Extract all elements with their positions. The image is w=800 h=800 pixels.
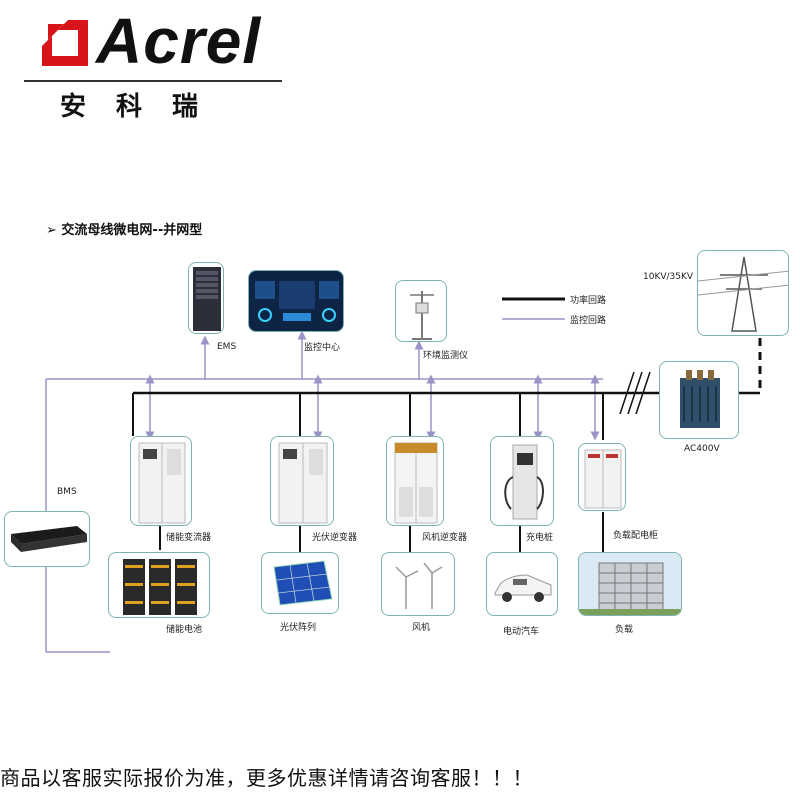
env-monitor-device xyxy=(395,280,447,342)
pv-inverter-label: 光伏逆变器 xyxy=(312,533,358,543)
diagram-title-text: 交流母线微电网--并网型 xyxy=(61,223,203,238)
battery-rack-icon xyxy=(123,559,197,615)
pv-array-label: 光伏阵列 xyxy=(280,623,317,633)
load-building-device xyxy=(578,552,682,616)
server-rack-icon xyxy=(193,267,221,331)
ev-device xyxy=(486,552,558,616)
logo-brand-text: Acrel xyxy=(96,5,262,77)
battery-device xyxy=(108,552,210,618)
ems-device xyxy=(188,262,224,334)
env-monitor-label: 环境监测仪 xyxy=(423,351,469,361)
ev-label: 电动汽车 xyxy=(503,627,540,637)
ev-charger-icon xyxy=(504,444,544,520)
battery-label: 储能电池 xyxy=(166,625,203,635)
building-icon xyxy=(579,553,681,615)
wind-turbine-device xyxy=(381,552,455,616)
cabinet-icon xyxy=(394,442,438,524)
wind-turbine-icon xyxy=(395,562,443,609)
grid-voltage-label: 10KV/35KV xyxy=(643,272,694,282)
logo-mark-icon xyxy=(42,20,88,66)
arrow-bullet-icon: ➢ xyxy=(46,223,62,238)
transformer-icon xyxy=(680,370,720,428)
load-cabinet-device xyxy=(578,443,626,511)
logo-divider xyxy=(24,80,282,82)
bms-label: BMS xyxy=(57,487,77,497)
cabinet-icon xyxy=(138,442,186,524)
storage-converter-device xyxy=(130,436,192,526)
monitor-center-device xyxy=(248,270,344,332)
distribution-cabinet-icon xyxy=(584,449,622,509)
footer-notice: 商品以客服实际报价为准，更多优惠详情请咨询客服！！！ xyxy=(0,766,533,790)
solar-panel-icon xyxy=(273,560,333,606)
legend-power-label: 功率回路 xyxy=(570,296,607,306)
charger-device xyxy=(490,436,554,526)
wind-turbine-label: 风机 xyxy=(412,623,431,633)
diagram-title: ➢ 交流母线微电网--并网型 xyxy=(46,219,202,238)
cabinet-icon xyxy=(278,442,328,524)
storage-converter-label: 储能变流器 xyxy=(166,533,212,543)
pv-array-device xyxy=(261,552,339,614)
car-icon xyxy=(494,574,552,602)
monitor-center-label: 监控中心 xyxy=(304,343,341,353)
ems-label: EMS xyxy=(217,342,237,352)
dashboard-screen-icon xyxy=(255,281,339,322)
load-label: 负载 xyxy=(615,625,634,635)
pv-inverter-device xyxy=(270,436,334,526)
transformer-device xyxy=(659,361,739,439)
logo-chinese-text: 安科瑞 xyxy=(60,92,229,122)
bms-device xyxy=(4,511,90,567)
wind-inverter-label: 风机逆变器 xyxy=(422,533,468,543)
transmission-tower-icon xyxy=(698,256,788,332)
charger-label: 充电桩 xyxy=(526,533,554,543)
weather-station-icon xyxy=(410,291,434,340)
transformer-label: AC400V xyxy=(684,444,720,454)
legend-monitor-label: 监控回路 xyxy=(570,316,607,326)
load-cabinet-label: 负载配电柜 xyxy=(613,531,659,541)
wind-inverter-device xyxy=(386,436,444,526)
bms-unit-icon xyxy=(11,526,87,552)
power-tower-device xyxy=(697,250,789,336)
